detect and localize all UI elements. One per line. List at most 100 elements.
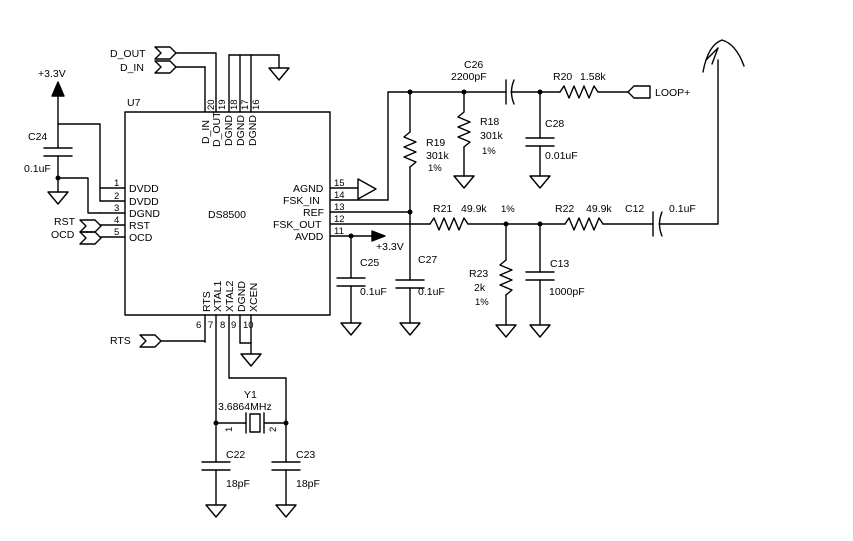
pin-16-name: DGND [247,115,259,146]
y1-pin2: 2 [268,427,279,432]
res-r18: R18 301k 1% [453,91,504,189]
pin-18-num: 18 [229,99,240,110]
c13-value: 1000pF [549,286,585,298]
port-ocd-label: OCD [51,229,75,241]
c22-value: 18pF [226,478,250,490]
port-ocd: OCD [51,229,102,245]
pin-9-num: 9 [231,320,236,331]
port-loop-plus-label: LOOP+ [655,87,690,99]
pin-15-name: AGND [293,183,324,195]
pin-12-num: 12 [334,214,345,225]
y1-pin1: 1 [224,427,235,432]
pin-13-num: 13 [334,202,345,213]
c27-value: 0.1uF [418,286,445,298]
fsk-in-wire [387,89,507,201]
dgnd-pin3-wire [55,175,101,214]
c22-ref: C22 [226,449,245,461]
r22-value: 49.9k [586,203,612,215]
pin-5-name: OCD [129,232,153,244]
left-pins: 1 2 3 4 5 DVDD DVDD DGND RST OCD [99,178,160,244]
bottom-pins: 6 7 8 9 10 RTS XTAL1 XTAL2 DGND XCEN [196,281,262,424]
pin-3-num: 3 [114,203,119,214]
r18-value: 301k [480,130,504,142]
pin-2-name: DVDD [129,196,159,208]
ground-icon [268,67,290,81]
pin-8-num: 8 [220,320,225,331]
pin-18-name: DGND [223,115,235,146]
r18-tol: 1% [482,146,496,157]
pin-10-num: 10 [243,320,254,331]
cap-c25: C25 0.1uF [336,233,387,336]
pin-6-name: RTS [201,291,213,312]
pin-7-num: 7 [208,320,213,331]
cap-c27: C27 0.1uF [395,254,445,336]
pin-16-num: 16 [251,99,262,110]
c23-ref: C23 [296,449,315,461]
r23-tol: 1% [475,297,489,308]
pin-6-num: 6 [196,320,201,331]
port-rts-label: RTS [110,335,131,347]
ground-icon [495,324,517,338]
pin-14-num: 14 [334,190,345,201]
pin-4-name: RST [129,220,151,232]
supply-arrow-icon [371,230,386,242]
c24-value: 0.1uF [24,163,51,175]
pin-19-num: 19 [217,99,228,110]
y1-ref: Y1 [244,389,257,401]
port-loop-plus: LOOP+ [627,85,690,99]
pin-1-name: DVDD [129,183,159,195]
ground-icon [240,353,262,367]
loop-arc-icon [702,39,745,73]
pin-13-name: REF [303,207,324,219]
loop-sense-arc [702,39,745,73]
cap-c13: C13 1000pF [525,223,585,338]
c26-ref: C26 [464,59,483,71]
ic-ref-label: U7 [127,97,141,109]
cap-c28: C28 0.01uF [525,91,578,189]
pin-2-num: 2 [114,191,119,202]
supply-3v3-top: +3.3V [38,68,101,202]
port-d-in: D_IN [120,60,206,74]
ground-icon [340,322,362,336]
res-r21: R21 49.9k 1% [429,203,566,231]
right-pins: 15 14 13 12 11 AGND FSK_IN REF FSK_OUT A… [273,178,431,243]
pin-11-num: 11 [334,226,344,237]
pin-15-num: 15 [334,178,345,189]
pin-9-name: DGND [236,281,248,312]
port-rst-label: RST [54,216,76,228]
ic-part-label: DS8500 [208,209,246,221]
r19-ref: R19 [426,137,445,149]
r21-tol: 1% [501,204,515,215]
c27-ref: C27 [418,254,437,266]
c28-ref: C28 [545,118,564,130]
pin-4-num: 4 [114,215,119,226]
ground-icon [529,175,551,189]
port-d-out-label: D_OUT [110,48,146,60]
ground-icon [399,322,421,336]
r20-ref: R20 [553,71,572,83]
c25-value: 0.1uF [360,286,387,298]
r23-value: 2k [474,282,486,294]
cap-c22: C22 18pF [201,422,250,518]
ground-icon [205,504,227,518]
c23-value: 18pF [296,478,320,490]
cap-c24: C24 0.1uF [24,131,73,205]
c12-value: 0.1uF [669,203,696,215]
pin-1-num: 1 [114,178,119,189]
ground-icon [47,191,69,205]
y1-value: 3.6864MHz [218,401,272,413]
pin-17-name: DGND [235,115,247,146]
res-r19: R19 301k 1% [403,91,450,281]
c13-ref: C13 [550,258,569,270]
pin-11-name: AVDD [295,231,324,243]
port-d-in-label: D_IN [120,62,144,74]
c28-value: 0.01uF [545,150,578,162]
ground-icon [529,324,551,338]
avdd-supply-label: +3.3V [376,241,404,253]
pin-17-num: 17 [240,99,251,110]
r23-ref: R23 [469,268,488,280]
ground-icon [453,175,475,189]
c26-value: 2200pF [451,71,487,83]
c25-ref: C25 [360,257,379,269]
r19-tol: 1% [428,163,442,174]
